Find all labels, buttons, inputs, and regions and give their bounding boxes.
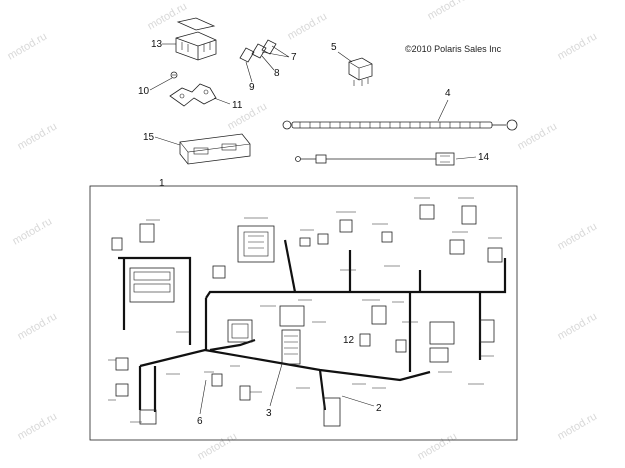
jumper-harness-part-14	[295, 152, 455, 166]
main-harness-frame-part-1	[89, 185, 518, 441]
watermark: motod.ru	[286, 10, 330, 42]
relay-part-5	[348, 57, 373, 86]
watermark: motod.ru	[556, 220, 600, 252]
callout-9: 9	[249, 82, 255, 93]
fuse-holder-part-15	[179, 133, 251, 165]
callout-8: 8	[274, 68, 280, 79]
callout-4: 4	[445, 88, 451, 99]
callout-1: 1	[159, 178, 165, 189]
copyright-text: ©2010 Polaris Sales Inc	[405, 44, 502, 54]
bracket-part-11	[169, 83, 217, 107]
harness-connectors	[111, 204, 503, 427]
callout-11: 11	[232, 100, 243, 111]
callout-6: 6	[197, 416, 203, 427]
screw-part-10	[170, 71, 178, 79]
watermark: motod.ru	[11, 215, 55, 247]
watermark: motod.ru	[556, 30, 600, 62]
watermark: motod.ru	[416, 430, 460, 462]
watermark: motod.ru	[556, 310, 600, 342]
watermark: motod.ru	[16, 410, 60, 442]
callout-7: 7	[291, 52, 297, 63]
callout-14: 14	[478, 152, 490, 163]
main-harness-trunk	[118, 239, 507, 412]
harness-fine-labels	[108, 197, 502, 423]
callout-10: 10	[138, 86, 150, 97]
callout-3: 3	[266, 408, 272, 419]
watermark: motod.ru	[16, 120, 60, 152]
watermark: motod.ru	[146, 0, 190, 32]
callout-15: 15	[143, 132, 155, 143]
watermark: motod.ru	[6, 30, 50, 62]
watermark: motod.ru	[516, 120, 560, 152]
battery-cable-part-4	[282, 119, 518, 131]
watermark: motod.ru	[556, 410, 600, 442]
callout-5: 5	[331, 42, 337, 53]
callout-12: 12	[343, 335, 355, 346]
relay-clips-part-7-8-9	[239, 39, 277, 63]
watermark: motod.ru	[16, 310, 60, 342]
watermark: motod.ru	[196, 430, 240, 462]
watermark: motod.ru	[426, 0, 470, 23]
callout-2: 2	[376, 403, 382, 414]
callout-13: 13	[151, 39, 163, 50]
fuse-box-part-13	[175, 17, 217, 61]
watermark-layer: motod.ru motod.ru motod.ru motod.ru moto…	[6, 0, 600, 463]
